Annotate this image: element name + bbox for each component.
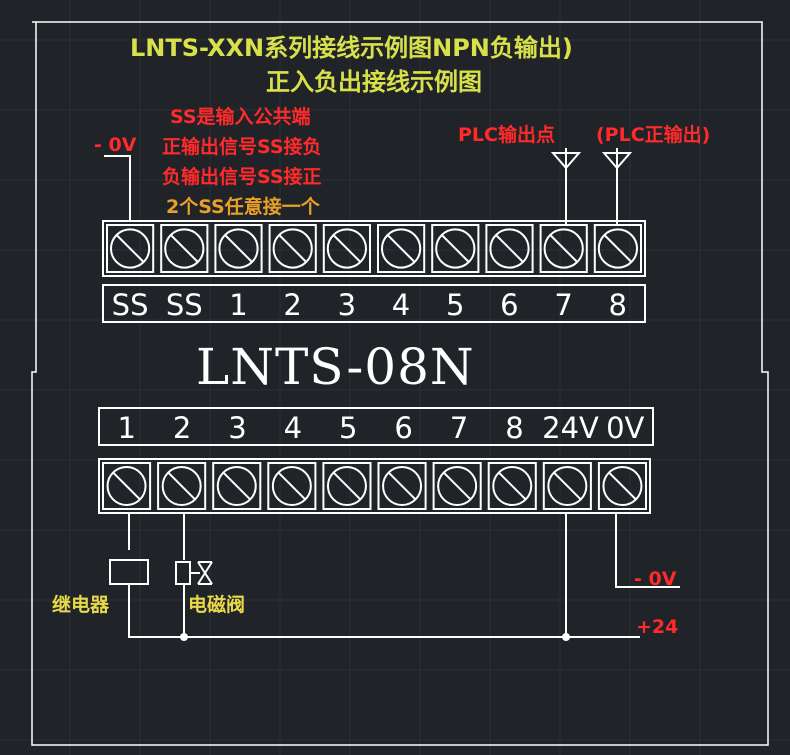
bottom-terminal-label: 5 bbox=[339, 411, 358, 445]
bottom-terminal-label: 8 bbox=[505, 411, 524, 445]
top-terminal-label: 1 bbox=[229, 288, 248, 322]
bottom-screw-icon bbox=[597, 462, 648, 510]
top-terminal-label: 6 bbox=[500, 288, 519, 322]
title-line-2: 正入负出接线示例图 bbox=[266, 68, 482, 96]
top-screw-icon bbox=[431, 224, 480, 273]
bottom-terminal-label: 2 bbox=[172, 411, 192, 445]
top-screw-icon bbox=[593, 224, 642, 273]
relay-label: 继电器 bbox=[52, 594, 110, 616]
arrow-plc-8 bbox=[601, 152, 633, 170]
bottom-screw-icon bbox=[157, 462, 207, 510]
wire-0v-to-ss bbox=[104, 155, 131, 221]
top-screw-icon bbox=[160, 224, 209, 273]
title-line-1: LNTS-XXN系列接线示例图NPN负输出) bbox=[130, 34, 573, 62]
top-terminal-label: 3 bbox=[337, 288, 357, 322]
plc-output-point-label: PLC输出点 bbox=[458, 124, 555, 146]
bottom-terminal-label: 1 bbox=[117, 411, 136, 445]
top-screw-icon bbox=[214, 224, 263, 273]
top-terminal-label: 7 bbox=[554, 288, 573, 322]
bottom-screw-row bbox=[102, 462, 648, 510]
bottom-terminal-label: 4 bbox=[283, 411, 303, 445]
junction-dot bbox=[562, 633, 570, 641]
top-left-0v-label: - 0V bbox=[94, 134, 137, 156]
device-outline bbox=[31, 21, 769, 746]
bottom-terminal-label: 6 bbox=[394, 411, 413, 445]
top-screw-icon bbox=[322, 224, 371, 273]
top-screw-row bbox=[106, 224, 642, 273]
relay-coil-icon bbox=[109, 559, 149, 585]
model-name: LNTS-08N bbox=[196, 338, 475, 396]
bottom-terminal-label: 0V bbox=[606, 411, 645, 445]
bottom-terminal-label: 7 bbox=[449, 411, 469, 445]
plc-positive-output-label: (PLC正输出) bbox=[596, 124, 711, 146]
bottom-screw-icon bbox=[542, 462, 592, 510]
wiring bbox=[104, 148, 680, 638]
bottom-screw-icon bbox=[212, 462, 262, 510]
bottom-screw-icon bbox=[267, 462, 317, 510]
top-terminal-label: 8 bbox=[608, 288, 627, 322]
bottom-screw-icon bbox=[432, 462, 482, 510]
top-screw-icon bbox=[485, 224, 534, 273]
bottom-screw-icon bbox=[377, 462, 427, 510]
top-screw-icon bbox=[268, 224, 317, 273]
bottom-terminal-label: 3 bbox=[228, 411, 247, 445]
bottom-screw-icon bbox=[102, 462, 152, 510]
bottom-terminal-label: 24V bbox=[542, 411, 599, 445]
top-terminal-label: 4 bbox=[391, 288, 411, 322]
wire-common-24v bbox=[128, 584, 640, 638]
junction-dot bbox=[180, 633, 188, 641]
right-24v-label: +24 bbox=[636, 616, 679, 638]
right-0v-label: - 0V bbox=[634, 568, 677, 590]
note-any-ss: 2个SS任意接一个 bbox=[166, 196, 320, 218]
top-terminal-label: 5 bbox=[445, 288, 465, 322]
note-negative-output: 负输出信号SS接正 bbox=[162, 166, 322, 188]
top-terminal-block bbox=[102, 220, 646, 277]
solenoid-label: 电磁阀 bbox=[188, 594, 246, 616]
bottom-label-strip bbox=[98, 407, 654, 446]
wire-0v bbox=[615, 513, 680, 588]
top-screw-icon bbox=[377, 224, 426, 273]
bottom-terminal-block bbox=[98, 458, 651, 514]
top-terminal-label: SS bbox=[165, 288, 203, 322]
top-terminal-label: 2 bbox=[283, 288, 302, 322]
top-screw-icon bbox=[106, 224, 155, 273]
bottom-screw-icon bbox=[487, 462, 537, 510]
solenoid-valve-icon bbox=[175, 561, 213, 585]
arrow-plc-7 bbox=[550, 152, 582, 170]
note-ss-common: SS是输入公共端 bbox=[170, 106, 311, 128]
top-label-strip bbox=[102, 284, 646, 323]
top-terminal-label: SS bbox=[111, 288, 149, 322]
note-positive-output: 正输出信号SS接负 bbox=[162, 136, 322, 158]
bottom-screw-icon bbox=[322, 462, 372, 510]
top-screw-icon bbox=[539, 224, 588, 273]
